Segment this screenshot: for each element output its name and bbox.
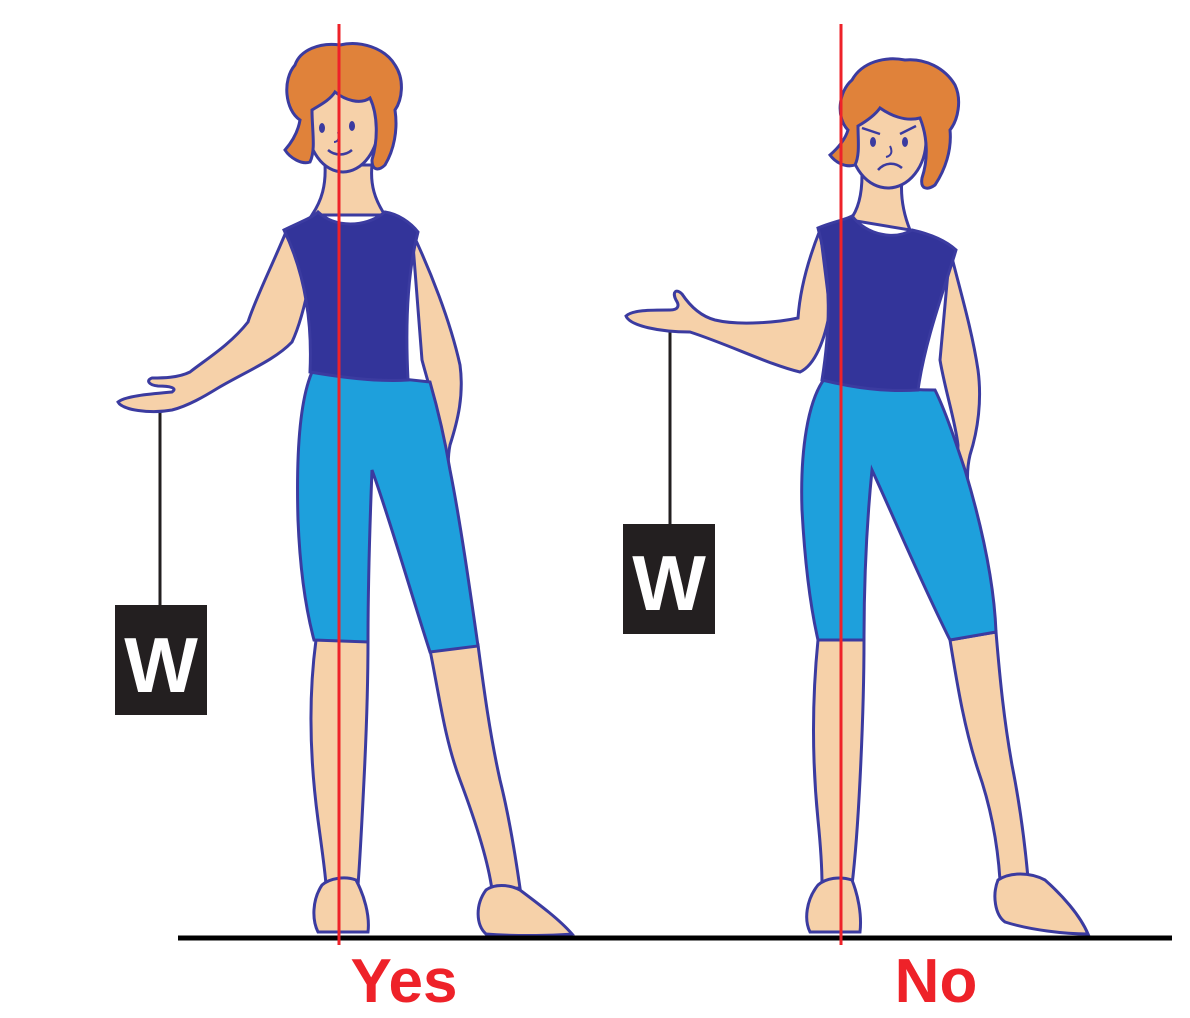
hanging-weight-right: W (623, 318, 715, 634)
balanced-figure: W (115, 42, 576, 937)
verdict-no: No (895, 947, 978, 1016)
weight-label: W (632, 539, 706, 627)
tank-top (282, 209, 420, 383)
left-foot (805, 876, 862, 934)
verdict-yes: Yes (351, 947, 458, 1016)
weight-label: W (124, 621, 198, 709)
right-eye (902, 137, 908, 147)
right-eye (349, 121, 355, 131)
shorts (296, 370, 480, 654)
outstretched-arm (116, 228, 312, 414)
mouth-frown (877, 162, 903, 171)
right-brow (899, 124, 917, 136)
right-leg (948, 630, 1030, 882)
left-brow (861, 126, 881, 136)
left-leg (812, 638, 866, 887)
hair (827, 57, 961, 190)
shorts (800, 376, 998, 642)
unbalanced-figure: W (623, 57, 1091, 936)
tank-top (816, 214, 958, 392)
weight-box (115, 605, 207, 715)
hanging-weight-left: W (115, 397, 207, 715)
nose (885, 145, 893, 158)
outstretched-arm (624, 229, 832, 374)
face-frown (861, 124, 917, 171)
weight-box (623, 524, 715, 634)
left-foot (312, 876, 370, 934)
left-eye (319, 123, 325, 133)
right-foot (476, 884, 576, 937)
right-leg (428, 643, 522, 892)
left-eye (870, 137, 876, 147)
right-foot (993, 872, 1091, 936)
